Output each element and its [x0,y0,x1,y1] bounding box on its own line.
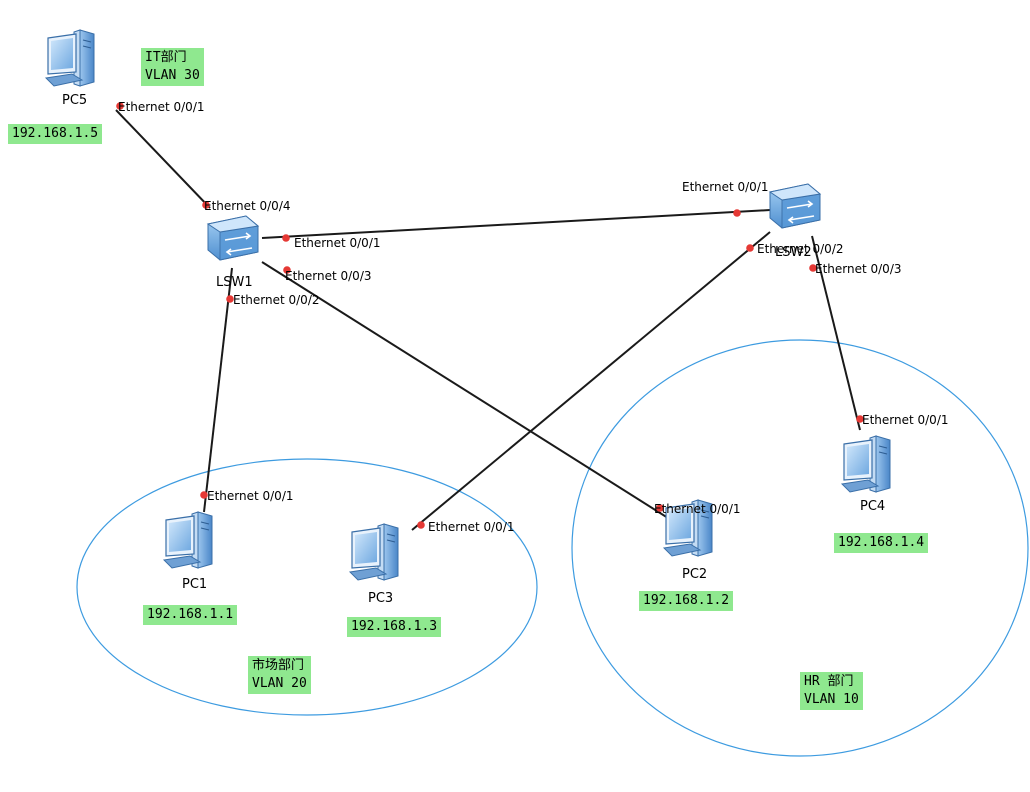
port-dot [417,521,425,529]
market-zone-circle [76,458,538,716]
pc4-ip-label: 192.168.1.4 [834,533,929,553]
desktop-computer-icon [841,435,891,493]
dept-name: IT部门 [145,50,187,65]
port-dot [656,504,664,512]
port-label: Ethernet 0/0/2 [757,242,844,256]
vlan-id: VLAN 20 [252,676,307,691]
port-label: Ethernet 0/0/1 [862,413,949,427]
port-label: Ethernet 0/0/1 [118,100,205,114]
network-switch-icon [207,215,259,261]
port-label: Ethernet 0/0/4 [204,199,291,213]
lsw2-device[interactable]: LSW2 [769,183,821,260]
port-label: Ethernet 0/0/1 [207,489,294,503]
pc5-ip-label: 192.168.1.5 [8,124,103,144]
port-dot [202,201,210,209]
desktop-computer-icon [163,511,213,569]
port-label: Ethernet 0/0/1 [654,502,741,516]
lsw1-device[interactable]: LSW1 [207,215,259,290]
pc4-device[interactable]: PC4 [841,435,891,514]
link-lsw1-pc2 [261,261,669,519]
lsw1-name: LSW1 [216,275,253,290]
port-dot [200,491,208,499]
network-switch-icon [769,183,821,229]
link-lsw1-pc1 [203,267,233,513]
port-dot [116,102,124,110]
port-dot [746,244,754,252]
pc1-name: PC1 [182,577,207,592]
pc1-ip-label: 192.168.1.1 [143,605,238,625]
vlan-id: VLAN 10 [804,692,859,707]
port-label: Ethernet 0/0/1 [682,180,769,194]
link-pc5-lsw1 [115,109,211,209]
desktop-computer-icon [45,29,95,87]
pc2-ip-label: 192.168.1.2 [639,591,734,611]
it-dept-label: IT部门 VLAN 30 [141,48,204,86]
pc3-ip-label: 192.168.1.3 [347,617,442,637]
pc3-name: PC3 [368,591,393,606]
lsw2-name: LSW2 [775,245,812,260]
desktop-computer-icon [349,523,399,581]
link-lsw2-pc3 [411,231,771,531]
pc5-name: PC5 [62,93,87,108]
port-label: Ethernet 0/0/3 [815,262,902,276]
port-dot [282,234,290,242]
dept-name: 市场部门 [252,658,305,673]
link-lsw1-lsw2 [261,209,771,239]
port-label: Ethernet 0/0/1 [294,236,381,250]
pc3-device[interactable]: PC3 [349,523,399,606]
pc2-device[interactable]: PC2 [663,499,713,582]
vlan-id: VLAN 30 [145,68,200,83]
market-dept-label: 市场部门 VLAN 20 [248,656,311,694]
hr-dept-label: HR 部门 VLAN 10 [800,672,863,710]
pc5-device[interactable]: PC5 [45,29,95,108]
port-dot [856,415,864,423]
port-dot [809,264,817,272]
pc4-name: PC4 [860,499,885,514]
port-dot [283,266,291,274]
pc2-name: PC2 [682,567,707,582]
port-dot [733,209,741,217]
dept-name: HR 部门 [804,674,854,689]
pc1-device[interactable]: PC1 [163,511,213,592]
hr-zone-circle [571,339,1029,757]
port-label: Ethernet 0/0/2 [233,293,320,307]
port-dot [226,295,234,303]
port-label: Ethernet 0/0/1 [428,520,515,534]
port-label: Ethernet 0/0/3 [285,269,372,283]
link-lsw2-pc4 [811,235,861,431]
